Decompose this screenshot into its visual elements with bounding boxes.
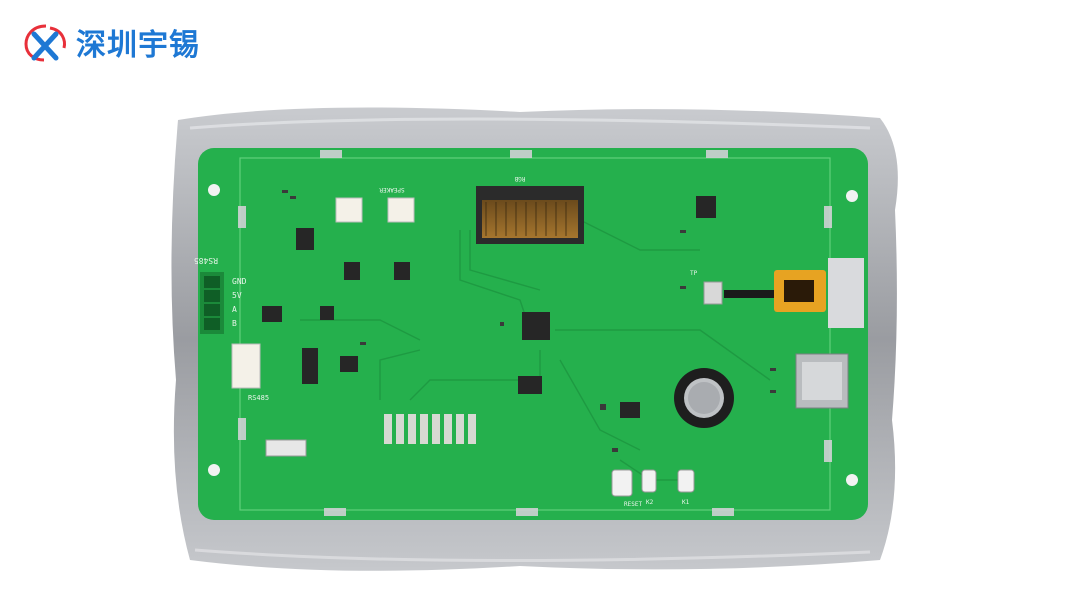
mount-hole: [846, 474, 858, 486]
k2-button: [641, 469, 657, 493]
ic-chip: [620, 402, 640, 418]
smd-components: [282, 190, 776, 452]
brand-name: 深圳宇锡: [76, 28, 200, 63]
reset-button: [611, 469, 633, 497]
label-rs485-top: RS485: [194, 256, 218, 265]
brand-logo: 深圳宇锡: [22, 20, 200, 64]
mount-hole: [846, 190, 858, 202]
adhesive-tape: [238, 150, 832, 516]
label-5v: 5V: [232, 291, 242, 300]
label-k2: K2: [646, 499, 654, 506]
label-gnd: GND: [232, 277, 247, 286]
label-speaker: SPEAKER: [379, 186, 405, 193]
rs485-white-connector: [231, 343, 261, 389]
ic-chip: [696, 196, 716, 218]
ic-chip: [302, 348, 318, 384]
ic-chip: [344, 262, 360, 280]
label-k1: K1: [682, 499, 690, 506]
label-b: B: [232, 319, 237, 328]
ic-chip: [340, 356, 358, 372]
rs485-pin-header: [200, 272, 224, 334]
yx-swirl-logo-icon: [24, 24, 66, 62]
touch-fpc-cable: [724, 290, 774, 298]
gpio-header-pads: [384, 414, 476, 444]
ic-chip: [394, 262, 410, 280]
label-a: A: [232, 305, 237, 314]
label-rs485-bottom: RS485: [248, 394, 269, 402]
speaker-connector: [335, 197, 363, 223]
mount-hole: [208, 184, 220, 196]
label-rgb: RGB: [514, 175, 525, 182]
tp-connector: [703, 281, 723, 305]
ic-chip: [518, 376, 542, 394]
ic-chip: [320, 306, 334, 320]
k1-button: [677, 469, 695, 493]
label-reset: RESET: [624, 501, 642, 508]
main-mcu-chip: [522, 312, 550, 340]
speaker-connector: [387, 197, 415, 223]
debug-connector: [265, 439, 307, 457]
mount-hole: [208, 464, 220, 476]
ic-chip: [262, 306, 282, 322]
label-tp: TP: [690, 270, 698, 277]
ic-chip: [296, 228, 314, 250]
